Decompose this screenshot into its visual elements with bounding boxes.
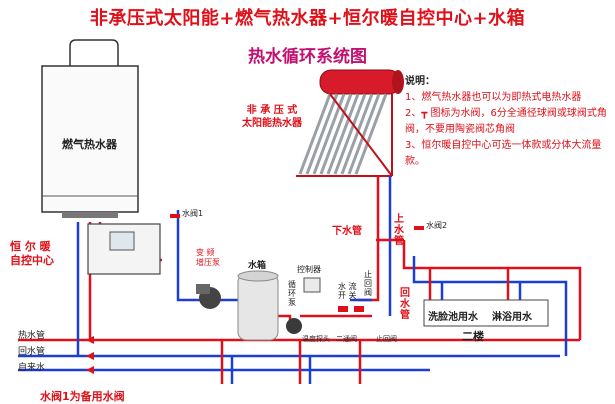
circulation-pump-label: 循 环 泵 (288, 280, 296, 307)
controller-box (303, 277, 321, 293)
temp-probe-label: 温度探头 (302, 335, 330, 343)
floor2-return-loop (412, 256, 568, 356)
note-item-3: 3、恒尔暖自控中心可选一体款或分体大流量款。 (405, 140, 602, 167)
circulation-pump (286, 318, 302, 334)
floor2-label: 二楼 (462, 330, 484, 343)
two-way-valve-label: 二通阀 (336, 335, 357, 343)
notes-panel: 说明： 1、燃气热水器也可以为即热式电热水器 2、┳ 图标为水阀，6分全通径球阀… (405, 74, 610, 170)
diagram-subtitle: 热水循环系统图 (248, 47, 367, 67)
inverter-pump (196, 284, 221, 309)
note-item-1: 1、燃气热水器也可以为即热式电热水器 (405, 92, 582, 103)
tank-label: 水箱 (248, 261, 267, 271)
valve2-label: 水阀2 (426, 221, 448, 230)
shower-label: 淋浴用水 (492, 312, 532, 323)
bottom-note-label: 水阀1为备用水阀 (40, 390, 125, 403)
control-center-box (87, 223, 161, 275)
solar-heater-label: 非 承 压 式 太阳能热水器 (242, 105, 302, 129)
washbasin-label: 洗脸池用水 (428, 312, 478, 323)
tap-water-label: 自来水 (18, 363, 46, 373)
valve-markers (170, 214, 424, 312)
valve1-label: 水阀1 (182, 209, 204, 218)
hot-water-pipe-label: 热水管 (18, 331, 46, 341)
note-item-2: 2、┳ 图标为水阀，6分全通径球阀或球阀式角阀，不要用陶瓷阀芯角阀 (405, 108, 607, 135)
gas-water-heater (41, 39, 139, 218)
gas-heater-label: 燃气热水器 (62, 138, 117, 151)
control-center-label: 恒 尔 暖 自控中心 (10, 240, 54, 267)
diagram-title: 非承压式太阳能+燃气热水器+恒尔暖自控中心+水箱 (89, 8, 526, 29)
flow-switch-label: 水 流 开 关 (338, 282, 357, 300)
down-pipe-label: 下水管 (332, 226, 362, 237)
floor2-hot-loop (402, 240, 582, 340)
inverter-pump-label: 变 频 增压泵 (196, 248, 220, 267)
floor2-box (423, 299, 549, 327)
water-tank (237, 270, 279, 341)
check-valve-h-label: 止回阀 (376, 335, 397, 343)
return-water-pipe-label: 回水管 (18, 347, 46, 357)
flow-arrows (86, 336, 94, 374)
solar-heater (296, 69, 404, 177)
notes-title: 说明： (405, 76, 435, 87)
check-valve-label: 止 回 阀 (364, 270, 372, 297)
return-pipe-label: 回 水 管 (400, 288, 410, 321)
up-pipe-label: 上 水 管 (394, 214, 404, 247)
controller-label: 控制器 (297, 265, 321, 274)
